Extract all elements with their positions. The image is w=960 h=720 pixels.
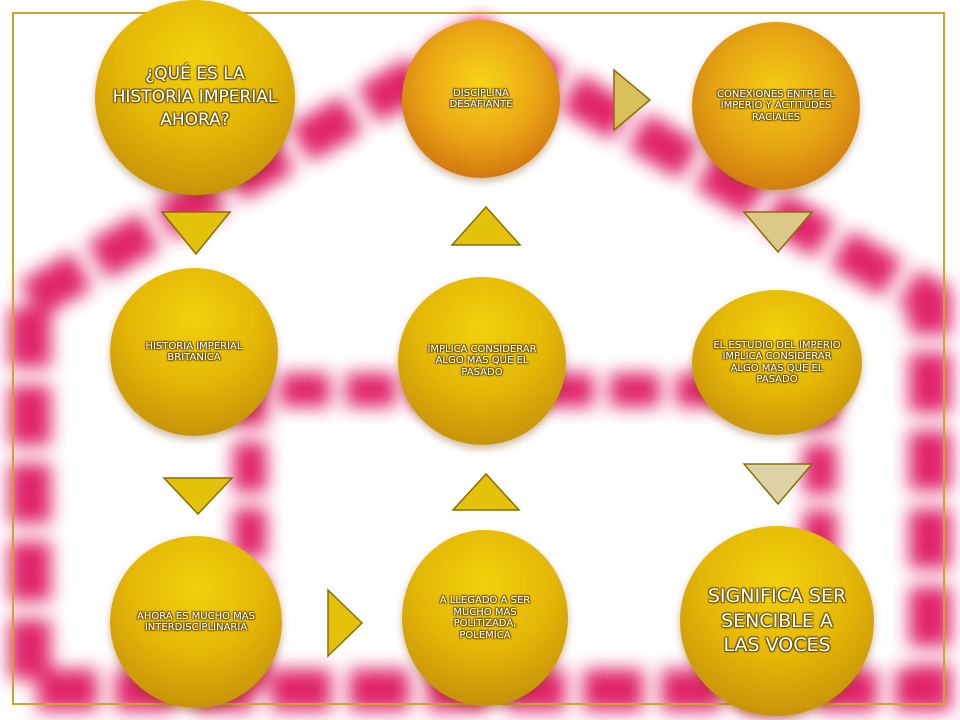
- down-arrow-icon: [160, 211, 232, 256]
- node-label: A LLEGADO A SER MUCHO MAS POLITIZADA, PO…: [439, 595, 531, 641]
- down-arrow-icon: [742, 463, 814, 506]
- diagram-node: EL ESTUDIO DEL IMPERIO IMPLICA CONSIDERA…: [692, 290, 862, 435]
- node-label: HISTORIA IMPERIAL BRITANICA: [145, 340, 243, 364]
- diagram-node: AHORA ES MUCHO MAS INTERDISCIPLINARIA: [110, 536, 282, 708]
- down-arrow-icon: [742, 211, 814, 254]
- node-label: CONEXIONES ENTRE EL IMPERIO Y ACTITUDES …: [717, 88, 835, 123]
- up-arrow-icon: [450, 205, 522, 246]
- node-label: IMPLICA CONSIDERAR ALGO MAS QUE EL PASAD…: [427, 343, 537, 378]
- right-arrow-icon: [613, 68, 652, 132]
- node-label: SIGNIFICA SER SENCIBLE A LAS VOCES: [707, 584, 847, 657]
- up-arrow-icon: [451, 472, 521, 511]
- diagram-node: SIGNIFICA SER SENCIBLE A LAS VOCES: [680, 526, 874, 716]
- down-arrow-icon: [162, 477, 234, 516]
- node-label: ¿QUÉ ES LA HISTORIA IMPERIAL AHORA?: [112, 64, 278, 130]
- diagram-node: A LLEGADO A SER MUCHO MAS POLITIZADA, PO…: [402, 530, 568, 706]
- diagram-node: DISCIPLINA DESAFIANTE: [402, 20, 560, 178]
- diagram-node: IMPLICA CONSIDERAR ALGO MAS QUE EL PASAD…: [398, 277, 566, 445]
- diagram-node: HISTORIA IMPERIAL BRITANICA: [110, 268, 278, 436]
- right-arrow-icon: [327, 588, 364, 658]
- node-label: EL ESTUDIO DEL IMPERIO IMPLICA CONSIDERA…: [713, 339, 841, 386]
- node-label: AHORA ES MUCHO MAS INTERDISCIPLINARIA: [137, 610, 255, 634]
- node-label: DISCIPLINA DESAFIANTE: [449, 87, 513, 111]
- diagram-node: ¿QUÉ ES LA HISTORIA IMPERIAL AHORA?: [95, 0, 295, 195]
- diagram-node: CONEXIONES ENTRE EL IMPERIO Y ACTITUDES …: [692, 22, 860, 190]
